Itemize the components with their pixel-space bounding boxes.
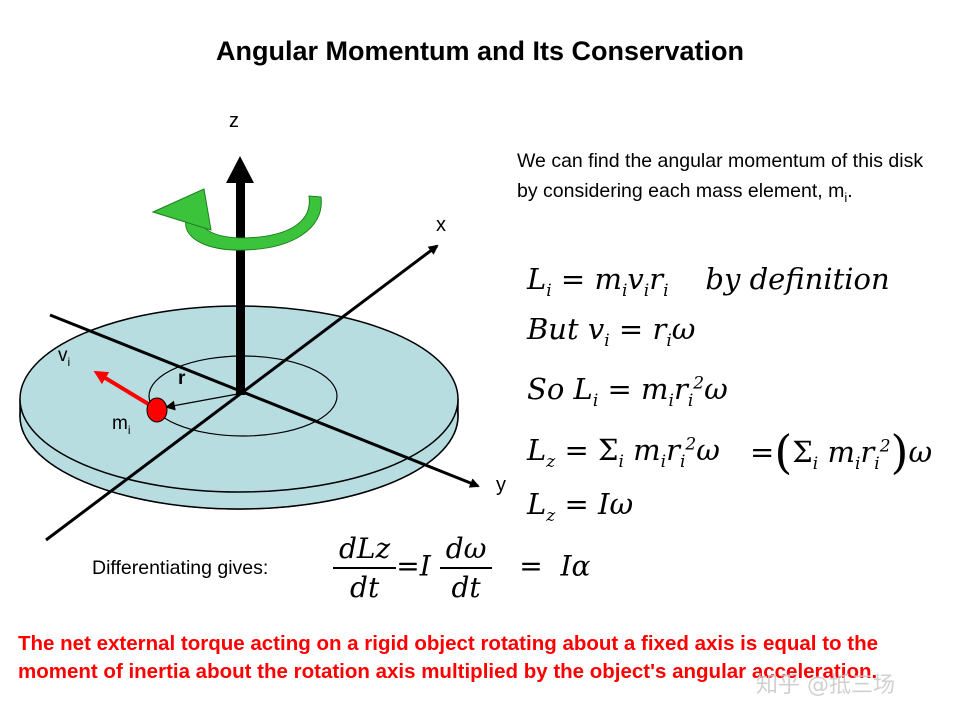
equation-substitution: So Li = miri2ω	[527, 372, 728, 411]
radius-line	[165, 392, 244, 411]
rotation-arrowhead	[151, 188, 212, 231]
watermark: 知乎 @抵三场	[756, 673, 895, 698]
velocity-label: vi	[58, 345, 71, 369]
velocity-arrow	[93, 370, 152, 407]
z-axis-label: z	[229, 110, 239, 132]
z-axis-shaft	[236, 180, 245, 395]
equation-moment-of-inertia: Lz = Iω	[527, 487, 634, 526]
page-title: Angular Momentum and Its Conservation	[215, 36, 745, 66]
mass-element	[146, 397, 168, 423]
equation-definition: Li = miviri by definition	[527, 262, 890, 301]
mass-label: mi	[112, 413, 131, 437]
conclusion-text: The net external torque acting on a rigi…	[18, 632, 878, 683]
equation-sum-factored: =(Σi miri2)ω	[750, 425, 933, 479]
y-axis-line	[49, 313, 480, 488]
rotation-arrow-icon	[185, 195, 322, 251]
z-axis-arrowhead	[226, 156, 254, 183]
differentiation-label: Differentiating gives:	[92, 557, 269, 579]
x-axis-label: x	[436, 214, 446, 236]
equation-sum: Lz = Σi miri2ω	[527, 433, 720, 472]
description-text: We can find the angular momentum of this…	[517, 150, 924, 205]
radius-label: r	[178, 368, 186, 389]
y-axis-label: y	[496, 474, 506, 496]
equation-velocity: But vi = riω	[527, 312, 696, 351]
